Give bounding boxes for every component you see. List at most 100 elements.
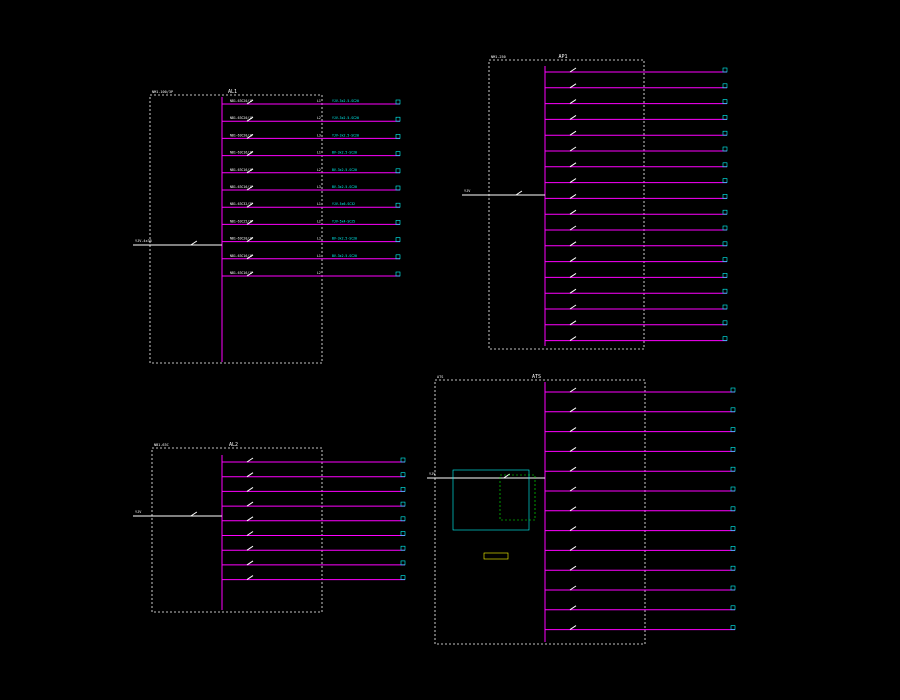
panel-title: AL1 (228, 89, 237, 95)
circuit-row (545, 146, 728, 152)
circuit-breaker-label: NB1-63C25/3P (230, 219, 253, 223)
circuit-row (545, 225, 728, 231)
circuit-terminal (730, 625, 736, 630)
breaker-switch (246, 472, 254, 478)
circuit-terminal (395, 271, 401, 277)
breaker-switch (569, 407, 577, 413)
circuit-terminal (722, 257, 728, 262)
circuit-terminal (400, 560, 406, 566)
circuit-breaker-label: NB1-63C16/1P (230, 254, 253, 258)
ats-control-block (452, 469, 530, 531)
circuit-row (545, 114, 728, 120)
breaker-switch (246, 151, 254, 157)
breaker-switch (569, 146, 577, 152)
circuit-terminal (722, 130, 728, 136)
breaker-switch (246, 560, 254, 566)
breaker-switch (569, 625, 577, 631)
incoming-label: YJV (464, 189, 471, 193)
panel-title: ATS (532, 374, 541, 380)
circuit-row (545, 585, 736, 591)
circuit-row (545, 407, 736, 413)
incoming-label: YJV-4x35 (135, 239, 152, 243)
breaker-switch (246, 185, 254, 191)
circuit-load-label: YJV-3x2.5-SC20 (332, 133, 359, 137)
breaker-switch (246, 271, 254, 277)
breaker-switch (569, 565, 577, 571)
circuit-breaker-label: NB1-63C20/1P (230, 133, 253, 137)
breaker-switch (190, 240, 198, 246)
circuit-terminal (400, 545, 406, 551)
breaker-switch (569, 585, 577, 591)
circuit-terminal (722, 320, 728, 326)
circuit-terminal (722, 83, 728, 89)
circuit-row (545, 272, 728, 278)
circuit-breaker-label: NB1-63C16/1P (230, 271, 253, 275)
circuit-row (545, 605, 736, 611)
breaker-switch (569, 193, 577, 199)
circuit-row (545, 67, 728, 73)
circuit-row (222, 545, 406, 551)
circuit-terminal (395, 254, 401, 260)
breaker-switch (246, 501, 254, 507)
circuit-terminal (400, 487, 406, 492)
breaker-switch (569, 304, 577, 310)
circuit-phase: L1 (317, 99, 321, 103)
circuit-row (545, 178, 728, 184)
circuit-row (545, 446, 736, 452)
circuit-terminal (400, 472, 406, 478)
circuit-row (545, 625, 736, 631)
breaker-switch (503, 473, 510, 479)
circuit-phase: L1 (317, 151, 321, 155)
circuit-terminal (395, 202, 401, 208)
circuit-terminal (730, 585, 736, 591)
breaker-switch (569, 466, 577, 472)
ats-contactor-box (499, 474, 536, 521)
circuit-load-label: YJV-5x4-SC25 (332, 219, 355, 223)
breaker-switch (569, 83, 577, 89)
circuit-terminal (730, 565, 736, 571)
breaker-switch (569, 336, 577, 342)
breaker-switch (569, 320, 577, 326)
incoming-label: YJV (135, 510, 142, 514)
breaker-switch (246, 486, 254, 492)
circuit-row: NB1-63C25/3P L2 YJV-5x4-SC25 (222, 219, 401, 225)
breaker-switch (569, 545, 577, 551)
circuit-row (545, 304, 728, 310)
circuit-row (545, 506, 736, 512)
breaker-switch (569, 67, 577, 73)
ats-controller (483, 552, 509, 560)
circuit-row (545, 387, 736, 393)
circuit-phase: L3 (317, 237, 321, 241)
circuit-row (545, 209, 728, 215)
circuit-row (545, 427, 736, 433)
circuit-row (545, 130, 728, 136)
panel-title: AP1 (559, 54, 568, 60)
breaker-switch (569, 241, 577, 247)
circuit-row (545, 162, 728, 168)
circuit-terminal (395, 185, 401, 191)
circuit-row (222, 575, 406, 581)
circuit-terminal (730, 427, 736, 432)
circuit-row (545, 466, 736, 472)
circuit-row (545, 257, 728, 263)
circuit-terminal (400, 457, 406, 463)
circuit-terminal (730, 546, 736, 551)
circuit-breaker-label: NB1-63C20/1P (230, 116, 253, 120)
circuit-load-label: BV-3x2.5-SC20 (332, 151, 357, 155)
panel-frame (151, 447, 323, 613)
circuit-terminal (722, 288, 728, 294)
breaker-switch (246, 202, 254, 208)
circuit-terminal (395, 99, 401, 105)
circuit-phase: L2 (317, 219, 321, 223)
circuit-breaker-label: NB1-63C16/1P (230, 151, 253, 155)
breaker-switch (515, 190, 523, 196)
breaker-switch (569, 130, 577, 136)
circuit-breaker-label: NB1-63C20/1P (230, 237, 253, 241)
circuit-terminal (400, 531, 406, 536)
